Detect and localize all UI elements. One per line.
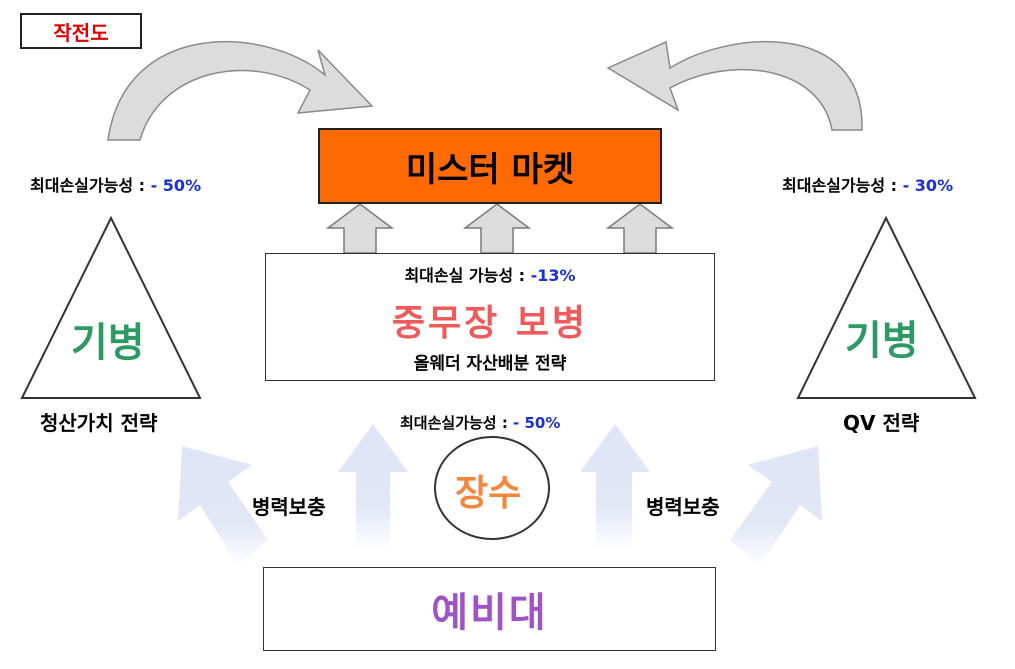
curved-arrow-right xyxy=(606,40,863,131)
center-max-loss: 최대손실 가능성 : -13% xyxy=(266,262,714,286)
infantry-box: 최대손실 가능성 : -13% 중무장 보병 올웨더 자산배분 전략 xyxy=(265,253,715,381)
center-max-loss-label: 최대손실 가능성 : xyxy=(404,266,526,285)
left-max-loss-label: 최대손실가능성 : xyxy=(30,176,146,195)
general-max-loss: 최대손실가능성 : - 50% xyxy=(400,412,560,433)
right-max-loss-label: 최대손실가능성 : xyxy=(782,176,898,195)
reinforce-arrow-right xyxy=(730,446,822,566)
right-unit-label: 기병 xyxy=(845,318,919,364)
general-max-loss-label: 최대손실가능성 : xyxy=(400,414,508,432)
general-max-loss-value: - 50% xyxy=(507,414,561,432)
reserve-box: 예비대 xyxy=(263,567,716,651)
support-arrow-left xyxy=(325,203,395,254)
reinforce-label-right: 병력보충 xyxy=(646,495,720,519)
market-label: 미스터 마켓 xyxy=(405,149,575,190)
reinforce-arrow-center-right xyxy=(580,424,650,550)
reserve-label: 예비대 xyxy=(431,590,548,636)
support-arrow-center xyxy=(462,203,532,254)
infantry-unit-label: 중무장 보병 xyxy=(391,303,589,344)
right-max-loss: 최대손실가능성 : - 30% xyxy=(782,172,953,196)
right-max-loss-value: - 30% xyxy=(897,176,954,195)
reinforce-label-left: 병력보충 xyxy=(252,495,326,519)
left-unit-label: 기병 xyxy=(71,320,145,366)
support-arrow-right xyxy=(605,203,675,254)
market-box: 미스터 마켓 xyxy=(318,128,662,204)
infantry-strategy-label: 올웨더 자산배분 전략 xyxy=(413,354,567,374)
reinforce-arrow-center-left xyxy=(338,424,408,550)
curved-arrow-left xyxy=(107,40,374,141)
left-max-loss-value: - 50% xyxy=(145,176,202,195)
diagram-title: 작전도 xyxy=(20,13,142,49)
general-unit-label: 장수 xyxy=(455,473,522,514)
left-max-loss: 최대손실가능성 : - 50% xyxy=(30,172,201,196)
general-circle xyxy=(434,436,550,540)
reinforce-arrow-left xyxy=(178,446,268,566)
cavalry-triangle-right xyxy=(796,215,977,399)
center-max-loss-value: -13% xyxy=(525,266,576,285)
right-strategy-label: QV 전략 xyxy=(843,411,920,435)
left-strategy-label: 청산가치 전략 xyxy=(40,411,158,435)
cavalry-triangle-left xyxy=(20,215,202,399)
